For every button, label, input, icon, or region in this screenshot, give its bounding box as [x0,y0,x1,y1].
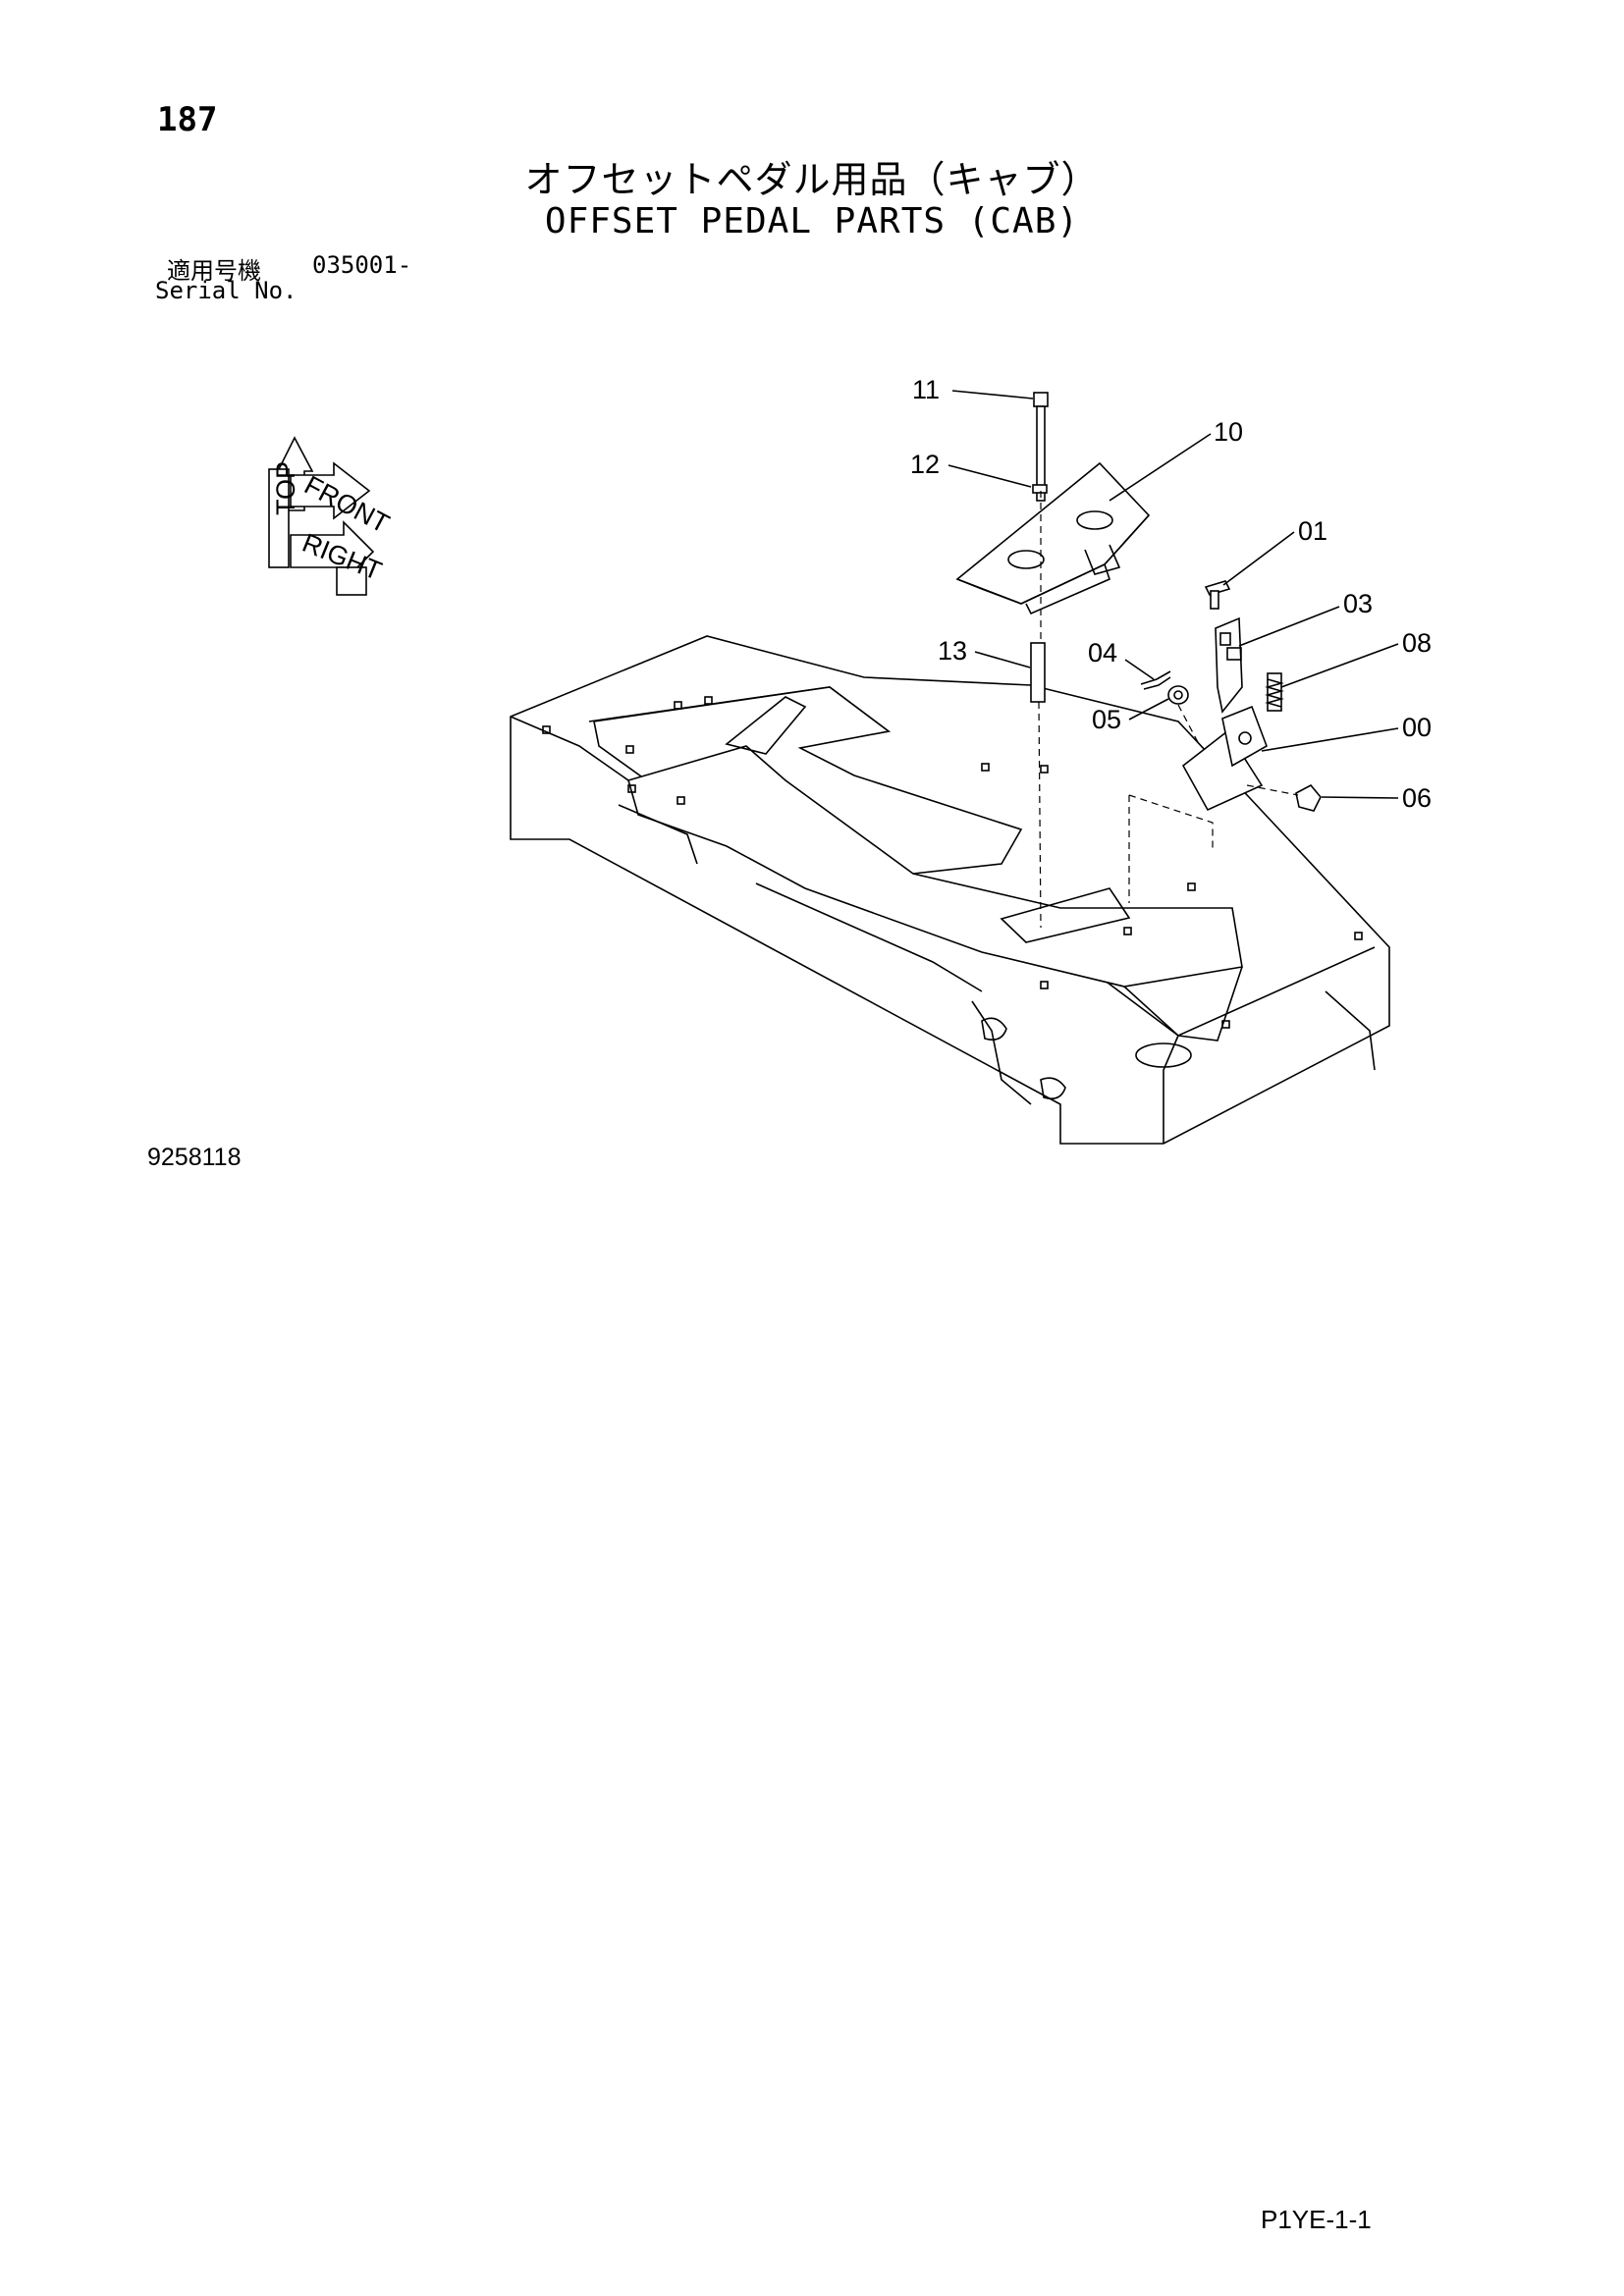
callout-labels: 11 10 12 01 03 08 13 04 05 00 06 [910,375,1432,813]
page-title-en: OFFSET PEDAL PARTS (CAB) [544,201,1080,241]
serial-label-jp: 適用号機 [167,257,261,285]
callout-01: 01 [1298,516,1327,546]
pin-part-13 [1030,642,1046,703]
split-pin-part-04 [1140,670,1171,690]
plate-part-03 [1215,616,1243,714]
frame-holes [542,696,1363,1029]
callout-04: 04 [1088,638,1117,667]
washer-part-12 [1032,484,1048,494]
drawing-number: 9258118 [147,1144,242,1171]
bolt-part-01 [1204,580,1231,610]
callout-11: 11 [912,375,940,404]
serial-label-en: Serial No. [155,277,298,304]
spring-part-08 [1265,672,1284,712]
serial-range: 035001- [312,251,412,279]
orientation-indicator: TOP FRONT RIGHT [268,436,394,596]
nut-part-06 [1295,783,1322,812]
assembly-lines [1038,491,1299,929]
bracket-part-00 [1181,705,1268,812]
callout-05: 05 [1092,705,1121,734]
floor-frame [510,635,1390,1145]
pin-part-11 [1033,392,1049,502]
leader-lines [947,390,1399,799]
sheet-reference: P1YE-1-1 [1261,2205,1372,2234]
callout-00: 00 [1402,713,1432,742]
washer-part-05 [1167,685,1189,705]
page-title-jp: オフセットペダル用品（キャブ） [524,158,1100,201]
callout-06: 06 [1402,783,1432,813]
callout-08: 08 [1402,628,1432,658]
pedal-part-10 [955,461,1151,615]
callout-10: 10 [1214,417,1243,447]
page-number: 187 [157,100,218,139]
orientation-top-label: TOP [271,461,300,515]
callout-12: 12 [910,450,940,479]
callout-03: 03 [1343,589,1373,618]
callout-13: 13 [938,636,967,666]
